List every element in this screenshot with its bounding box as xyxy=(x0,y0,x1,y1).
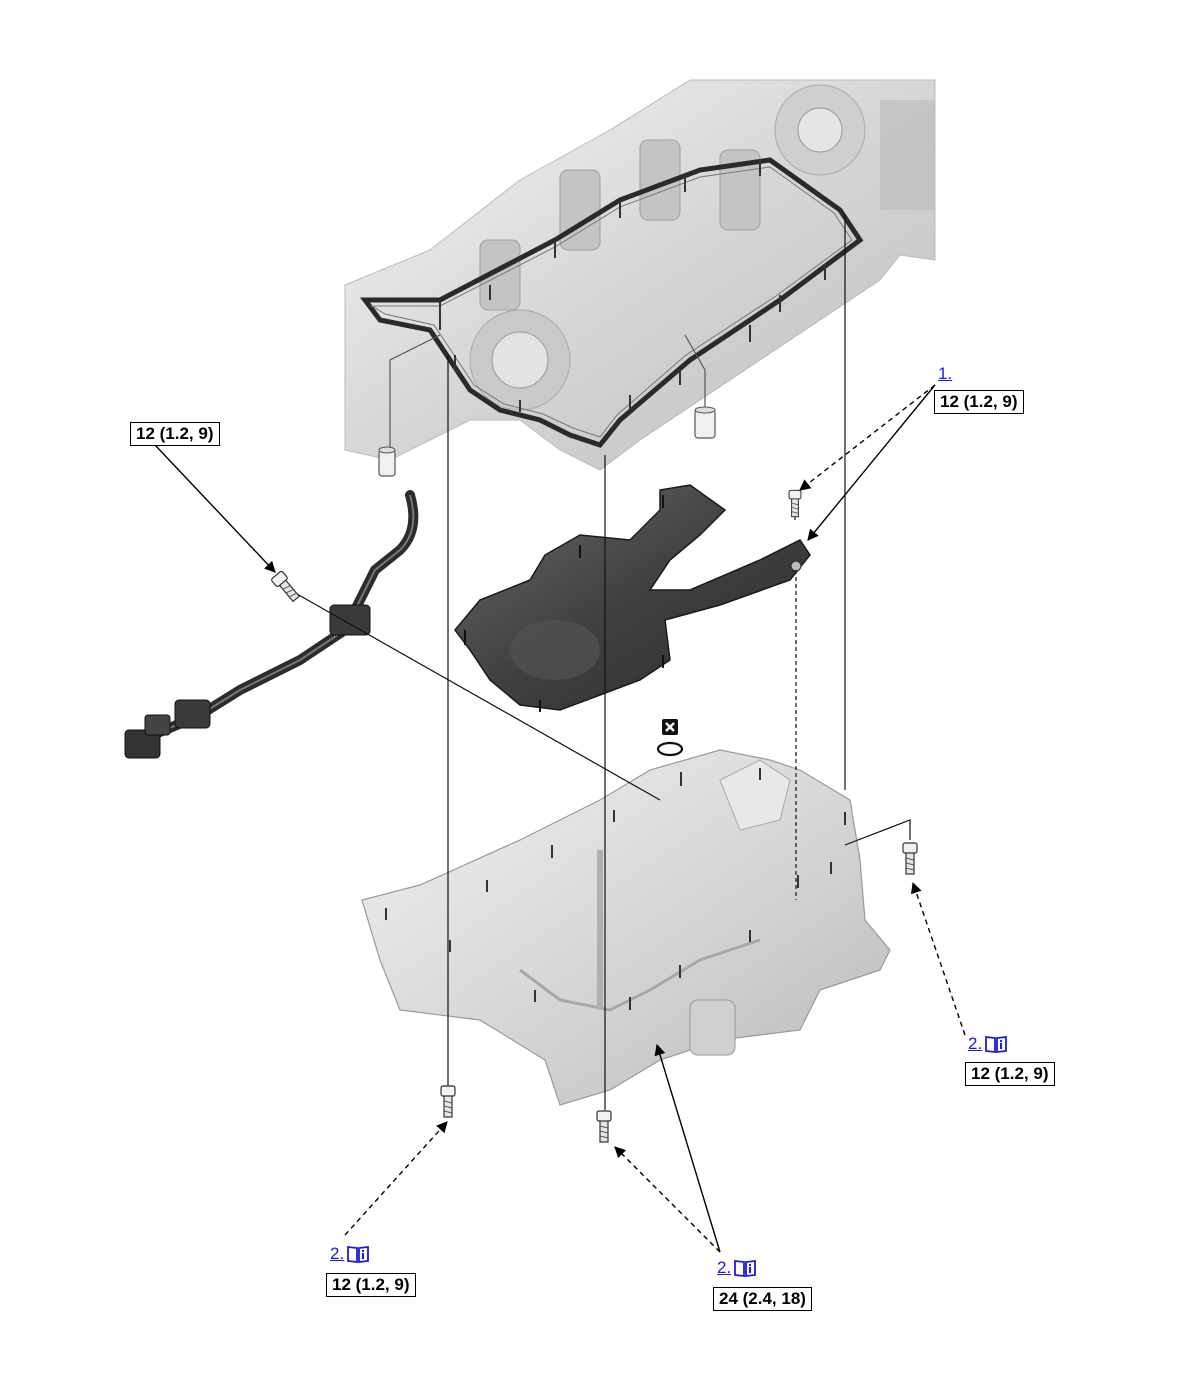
callout-1-ref-link[interactable]: 1. xyxy=(938,364,952,384)
callout-4-ref-text[interactable]: 2. xyxy=(968,1034,983,1053)
callout-5-ref-text[interactable]: 2. xyxy=(717,1258,732,1277)
bolt-pan-right xyxy=(902,842,918,875)
bolt-pan-center xyxy=(596,1110,612,1143)
callout-3-ref-link[interactable]: 2. xyxy=(330,1244,370,1264)
assembly-lines xyxy=(289,215,911,1110)
callout-1-torque: 12 (1.2, 9) xyxy=(934,390,1024,414)
engine-block xyxy=(344,79,936,471)
oil-pan xyxy=(361,749,891,1106)
manual-info-icon[interactable] xyxy=(984,1035,1008,1053)
dowel-pin-right xyxy=(684,334,716,439)
bolt-baffle xyxy=(788,489,802,518)
manual-info-icon[interactable] xyxy=(733,1259,757,1277)
callout-5-torque: 24 (2.4, 18) xyxy=(713,1287,812,1311)
callout-1-ref-text[interactable]: 1. xyxy=(938,364,953,383)
o-ring xyxy=(656,741,684,757)
callout-4-ref-link[interactable]: 2. xyxy=(968,1034,1008,1054)
leader-lines xyxy=(154,384,966,1253)
bolt-harness xyxy=(270,570,303,604)
callout-3-torque: 12 (1.2, 9) xyxy=(326,1273,416,1297)
dowel-pin-left xyxy=(378,334,441,477)
callout-4-torque: 12 (1.2, 9) xyxy=(965,1062,1055,1086)
callout-5-ref-link[interactable]: 2. xyxy=(717,1258,757,1278)
non-reusable-part-icon xyxy=(662,719,678,735)
wire-harness xyxy=(124,490,419,759)
bolt-pan-left xyxy=(440,1085,456,1118)
manual-info-icon[interactable] xyxy=(346,1245,370,1263)
baffle-plate xyxy=(454,484,811,712)
callout-3-ref-text[interactable]: 2. xyxy=(330,1244,345,1263)
callout-2-torque: 12 (1.2, 9) xyxy=(130,422,220,446)
